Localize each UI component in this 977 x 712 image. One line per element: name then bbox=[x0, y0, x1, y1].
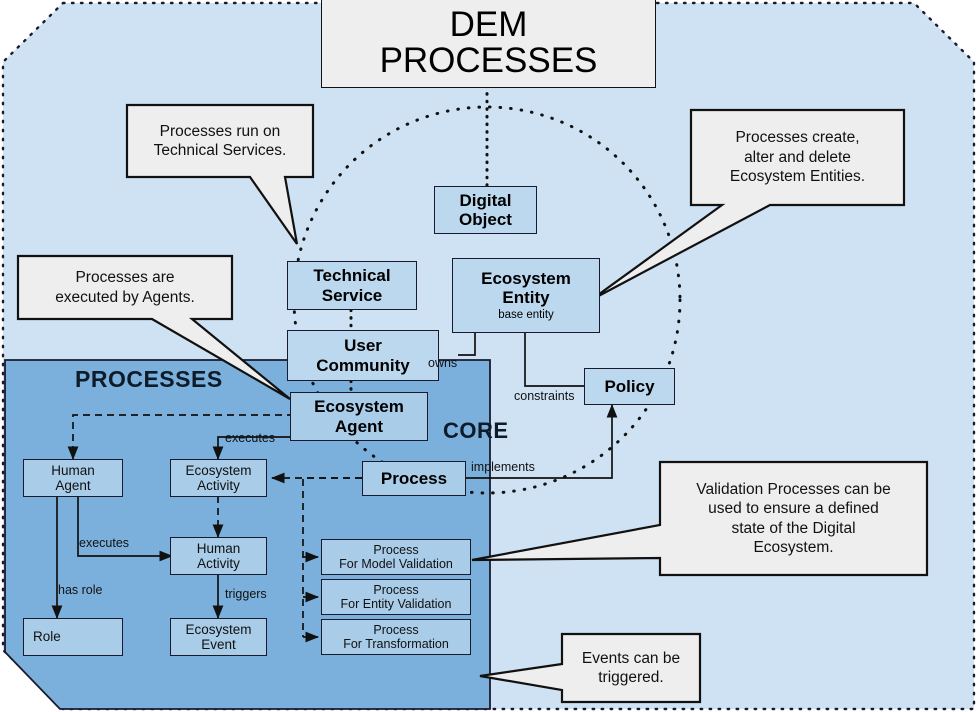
zone-label-processes: PROCESSES bbox=[75, 366, 223, 392]
node-ecosystem-event[interactable]: Ecosystem Event bbox=[170, 618, 267, 656]
edge-label-constraints: constraints bbox=[514, 389, 575, 403]
node-role[interactable]: Role bbox=[23, 618, 123, 656]
node-process-for-transformation[interactable]: Process For Transformation bbox=[321, 619, 471, 655]
zone-label-core: CORE bbox=[443, 418, 509, 443]
node-human-agent[interactable]: Human Agent bbox=[23, 459, 123, 497]
node-ecosystem-activity-line2: Activity bbox=[197, 478, 240, 493]
node-user-community[interactable]: User Community bbox=[287, 330, 439, 381]
node-process-label: Process bbox=[380, 468, 448, 488]
node-digital-object[interactable]: Digital Object bbox=[434, 186, 537, 234]
node-ecosystem-event-line2: Event bbox=[201, 637, 236, 652]
node-process-for-transformation-line2: For Transformation bbox=[343, 637, 449, 651]
edge-executes-human-activity bbox=[77, 496, 174, 562]
node-process-for-entity-validation-line1: Process bbox=[373, 583, 419, 597]
node-human-activity[interactable]: Human Activity bbox=[170, 537, 267, 575]
node-ecosystem-activity[interactable]: Ecosystem Activity bbox=[170, 459, 267, 497]
node-process[interactable]: Process bbox=[362, 461, 466, 496]
edge-label-executes-human-activity: executes bbox=[79, 536, 130, 550]
edge-label-owns: owns bbox=[428, 356, 458, 370]
node-process-for-entity-validation[interactable]: Process For Entity Validation bbox=[321, 579, 471, 615]
edge-executes-ecosystem-activity bbox=[212, 436, 294, 461]
node-role-label: Role bbox=[33, 629, 61, 645]
node-ecosystem-entity-sublabel: base entity bbox=[498, 309, 554, 322]
page-title: DEM PROCESSES bbox=[321, 0, 656, 88]
node-ecosystem-event-line1: Ecosystem bbox=[185, 621, 252, 637]
node-process-for-model-validation[interactable]: Process For Model Validation bbox=[321, 539, 471, 575]
edge-label-triggers: triggers bbox=[225, 587, 267, 601]
page-title-line1: DEM bbox=[449, 4, 528, 44]
callout-create-alter-delete-shape bbox=[590, 108, 906, 301]
node-user-community-line1: User bbox=[344, 336, 382, 356]
edge-label-implements: implements bbox=[471, 460, 535, 474]
node-ecosystem-agent[interactable]: Ecosystem Agent bbox=[290, 392, 428, 441]
node-policy-label: Policy bbox=[604, 376, 655, 396]
callout-validation-processes-shape bbox=[471, 460, 929, 577]
node-ecosystem-activity-line1: Ecosystem bbox=[185, 462, 252, 478]
edge-label-has-role: has role bbox=[58, 583, 103, 597]
callout-events-triggered-shape bbox=[479, 632, 702, 704]
node-process-for-transformation-line1: Process bbox=[373, 623, 419, 637]
node-digital-object-line2: Object bbox=[459, 210, 512, 229]
node-ecosystem-agent-line1: Ecosystem bbox=[314, 397, 404, 417]
node-technical-service[interactable]: Technical Service bbox=[287, 261, 417, 310]
callout-executed-by-agents-shape bbox=[16, 254, 291, 400]
node-digital-object-line1: Digital bbox=[459, 190, 512, 210]
node-user-community-line2: Community bbox=[316, 355, 410, 375]
node-ecosystem-entity-line1: Ecosystem bbox=[481, 269, 571, 289]
node-process-for-model-validation-line1: Process bbox=[373, 543, 419, 557]
node-process-for-entity-validation-line2: For Entity Validation bbox=[340, 597, 452, 611]
edge-label-executes-ecosystem-activity: executes bbox=[225, 431, 276, 445]
node-technical-service-line2: Service bbox=[321, 285, 383, 305]
node-human-agent-line2: Agent bbox=[55, 478, 91, 493]
node-technical-service-line1: Technical bbox=[313, 266, 391, 286]
node-ecosystem-entity-line2: Entity bbox=[502, 288, 550, 308]
node-ecosystem-entity[interactable]: Ecosystem Entity base entity bbox=[452, 258, 600, 333]
node-human-activity-line2: Activity bbox=[197, 556, 240, 571]
node-human-activity-line1: Human bbox=[196, 540, 241, 556]
node-policy[interactable]: Policy bbox=[584, 368, 675, 405]
edge-constraints bbox=[519, 314, 588, 387]
page-title-line2: PROCESSES bbox=[379, 41, 598, 80]
node-human-agent-line1: Human bbox=[51, 462, 95, 478]
node-ecosystem-agent-line2: Agent bbox=[334, 416, 384, 436]
callout-run-on-technical-services-shape bbox=[125, 103, 315, 245]
edge-agent-to-human-agent bbox=[67, 414, 294, 461]
edge-implements bbox=[466, 403, 618, 479]
node-process-for-model-validation-line2: For Model Validation bbox=[339, 557, 453, 571]
